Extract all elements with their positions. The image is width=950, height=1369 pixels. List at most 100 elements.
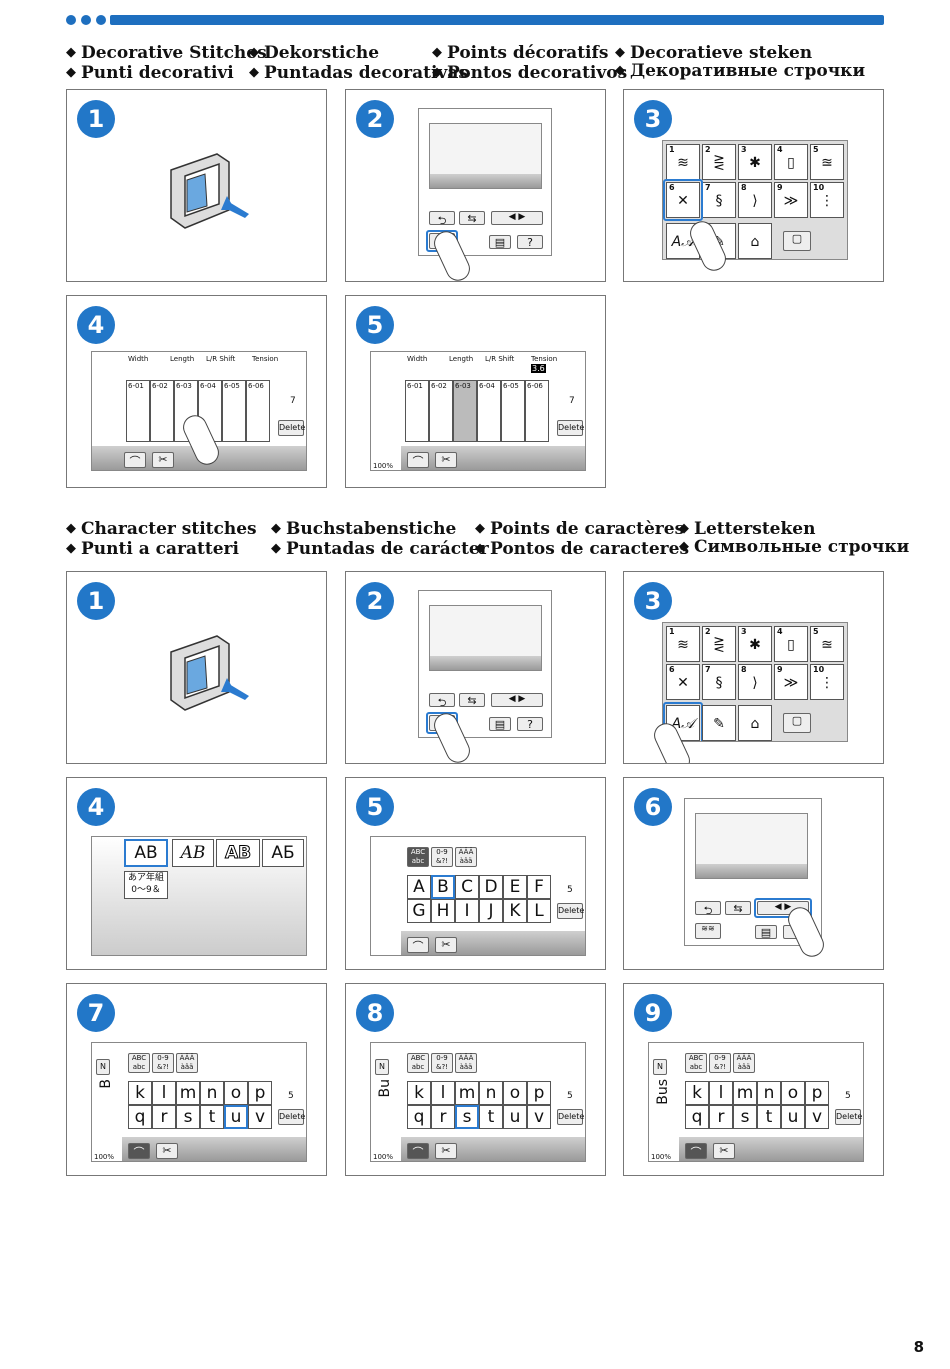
foot-button[interactable]: ⌒ — [128, 1143, 150, 1159]
thread-button[interactable]: ⇆ — [459, 211, 485, 225]
category-5[interactable]: 5≊ — [810, 144, 844, 180]
tab-number[interactable]: 0-9&?! — [431, 1053, 453, 1073]
key-k[interactable]: k — [407, 1081, 431, 1105]
category-10[interactable]: 10⋮ — [810, 182, 844, 218]
foot-button[interactable]: ⌒ — [407, 937, 429, 953]
delete-button[interactable]: Delete — [557, 420, 584, 436]
delete-button[interactable]: Delete — [835, 1109, 862, 1125]
page-button[interactable]: ▤ — [755, 925, 777, 939]
key-n[interactable]: n — [479, 1081, 503, 1105]
thread-button[interactable]: ⇆ — [725, 901, 751, 915]
key-L[interactable]: L — [527, 899, 551, 923]
key-u[interactable]: u — [503, 1105, 527, 1129]
back-button[interactable]: ⮌ — [429, 693, 455, 709]
key-m[interactable]: m — [176, 1081, 200, 1105]
page-button[interactable]: ▤ — [489, 235, 511, 249]
pocket-button[interactable]: ▢ — [783, 231, 811, 251]
category-6[interactable]: 6✕ — [666, 182, 700, 218]
scissor-button[interactable]: ✂ — [435, 1143, 457, 1159]
scissor-button[interactable]: ✂ — [713, 1143, 735, 1159]
scissor-button[interactable]: ✂ — [435, 452, 457, 468]
font-script[interactable]: AB — [172, 839, 214, 867]
key-K[interactable]: K — [503, 899, 527, 923]
font-outline[interactable]: AB — [216, 839, 260, 867]
key-v[interactable]: v — [805, 1105, 829, 1129]
key-o[interactable]: o — [781, 1081, 805, 1105]
foot-button[interactable]: ⌒ — [685, 1143, 707, 1159]
key-J[interactable]: J — [479, 899, 503, 923]
key-t[interactable]: t — [757, 1105, 781, 1129]
back-button[interactable]: ⮌ — [429, 211, 455, 227]
help-button[interactable]: ? — [517, 717, 543, 731]
back-button[interactable]: ⮌ — [695, 901, 721, 917]
my-custom-category[interactable]: ⌂ — [738, 223, 772, 259]
key-p[interactable]: p — [527, 1081, 551, 1105]
key-u[interactable]: u — [224, 1105, 248, 1129]
key-l[interactable]: l — [709, 1081, 733, 1105]
category-7[interactable]: 7§ — [702, 182, 736, 218]
delete-button[interactable]: Delete — [278, 420, 305, 436]
tab-number[interactable]: 0-9&?! — [152, 1053, 174, 1073]
category-4[interactable]: 4▯ — [774, 144, 808, 180]
key-F[interactable]: F — [527, 875, 551, 899]
key-v[interactable]: v — [527, 1105, 551, 1129]
my-custom-category[interactable]: ⌂ — [738, 705, 772, 741]
thread-button[interactable]: ⇆ — [459, 693, 485, 707]
key-p[interactable]: p — [805, 1081, 829, 1105]
foot-button[interactable]: ⌒ — [407, 452, 429, 468]
key-l[interactable]: l — [431, 1081, 455, 1105]
help-button[interactable]: ? — [517, 235, 543, 249]
edit-category[interactable]: ✎ — [702, 705, 736, 741]
category-7[interactable]: 7§ — [702, 664, 736, 700]
pocket-button[interactable]: ▢ — [783, 713, 811, 733]
stitch-button[interactable]: ≋≋ — [695, 923, 721, 939]
category-4[interactable]: 4▯ — [774, 626, 808, 662]
delete-button[interactable]: Delete — [278, 1109, 305, 1125]
foot-button[interactable]: ⌒ — [124, 452, 146, 468]
font-gothic[interactable]: AB — [124, 839, 168, 867]
key-t[interactable]: t — [479, 1105, 503, 1129]
key-q[interactable]: q — [685, 1105, 709, 1129]
font-cyrillic[interactable]: АБ — [262, 839, 304, 867]
delete-button[interactable]: Delete — [557, 903, 584, 919]
category-3[interactable]: 3✱ — [738, 626, 772, 662]
arrow-buttons[interactable]: ◀ ▶ — [491, 211, 543, 225]
key-k[interactable]: k — [128, 1081, 152, 1105]
key-C[interactable]: C — [455, 875, 479, 899]
key-t[interactable]: t — [200, 1105, 224, 1129]
key-l[interactable]: l — [152, 1081, 176, 1105]
foot-button[interactable]: ⌒ — [407, 1143, 429, 1159]
category-9[interactable]: 9≫ — [774, 182, 808, 218]
key-v[interactable]: v — [248, 1105, 272, 1129]
key-A[interactable]: A — [407, 875, 431, 899]
key-m[interactable]: m — [455, 1081, 479, 1105]
key-n[interactable]: n — [757, 1081, 781, 1105]
key-r[interactable]: r — [152, 1105, 176, 1129]
category-8[interactable]: 8⟩ — [738, 664, 772, 700]
key-E[interactable]: E — [503, 875, 527, 899]
key-s[interactable]: s — [455, 1105, 479, 1129]
category-2[interactable]: 2⋛ — [702, 144, 736, 180]
key-D[interactable]: D — [479, 875, 503, 899]
key-s[interactable]: s — [176, 1105, 200, 1129]
key-o[interactable]: o — [503, 1081, 527, 1105]
category-1[interactable]: 1≋ — [666, 144, 700, 180]
key-r[interactable]: r — [709, 1105, 733, 1129]
key-k[interactable]: k — [685, 1081, 709, 1105]
category-3[interactable]: 3✱ — [738, 144, 772, 180]
delete-button[interactable]: Delete — [557, 1109, 584, 1125]
category-2[interactable]: 2⋛ — [702, 626, 736, 662]
category-9[interactable]: 9≫ — [774, 664, 808, 700]
scissor-button[interactable]: ✂ — [435, 937, 457, 953]
key-r[interactable]: r — [431, 1105, 455, 1129]
tab-number[interactable]: 0-9&?! — [709, 1053, 731, 1073]
category-1[interactable]: 1≋ — [666, 626, 700, 662]
